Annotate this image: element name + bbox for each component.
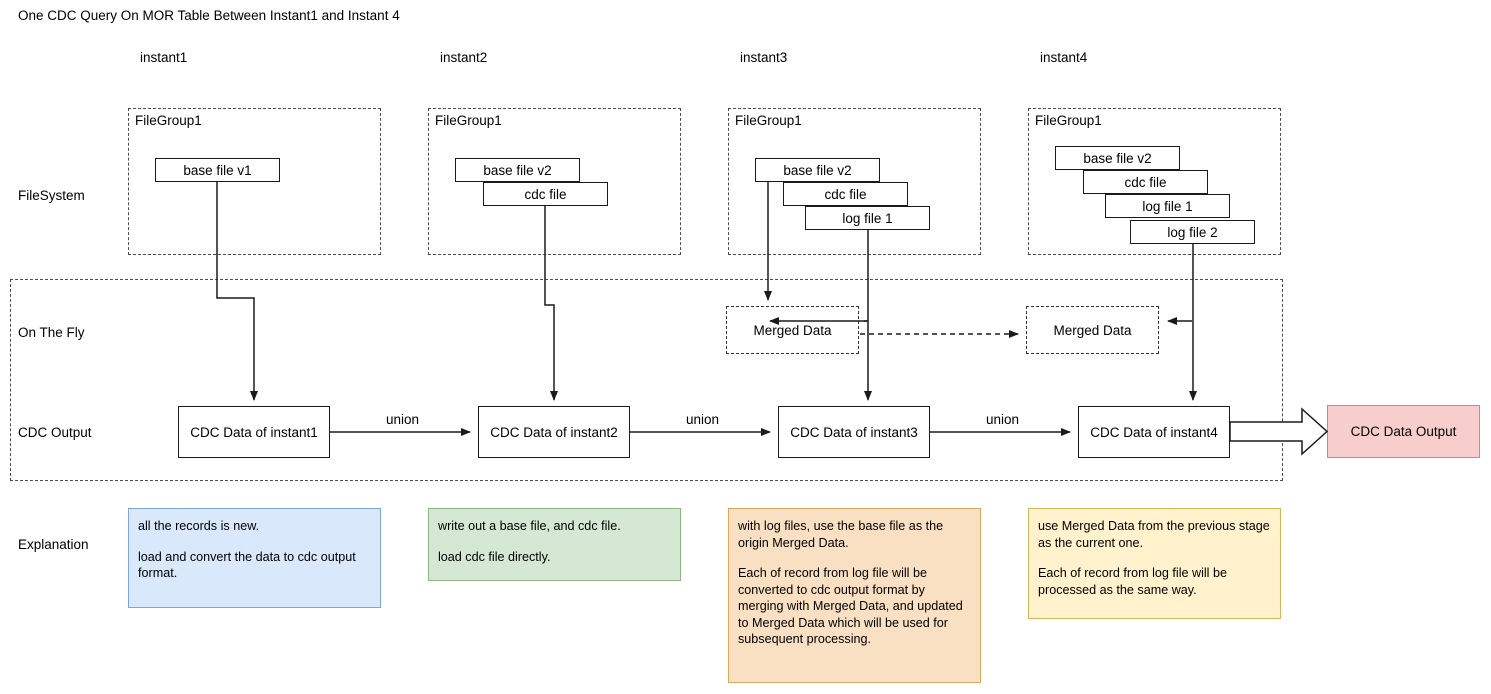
cdc-data-box-instant2[interactable]: CDC Data of instant2: [478, 406, 630, 458]
union-label-1: union: [386, 412, 420, 427]
explanation-paragraph: Each of record from log file will be con…: [738, 566, 963, 646]
file-group-instant3: FileGroup1: [728, 108, 981, 255]
explanation-box-instant1: all the records is new. load and convert…: [128, 508, 381, 608]
file-box-cdc-file[interactable]: cdc file: [1083, 170, 1208, 194]
file-box-base-file-v2[interactable]: base file v2: [755, 158, 880, 182]
explanation-paragraph: load cdc file directly.: [438, 549, 551, 564]
column-label-instant2: instant2: [440, 50, 488, 65]
cdc-data-box-instant3[interactable]: CDC Data of instant3: [778, 406, 930, 458]
file-box-base-file-v2[interactable]: base file v2: [455, 158, 580, 182]
union-label-2: union: [686, 412, 720, 427]
processing-container: [10, 279, 1283, 481]
file-group-title: FileGroup1: [1035, 113, 1102, 128]
union-label-3: union: [986, 412, 1020, 427]
file-box-log-file-1[interactable]: log file 1: [1105, 194, 1230, 218]
page-title: One CDC Query On MOR Table Between Insta…: [18, 8, 400, 23]
explanation-paragraph: with log files, use the base file as the…: [738, 519, 944, 550]
merged-data-box-instant4[interactable]: Merged Data: [1026, 306, 1159, 354]
explanation-paragraph: load and convert the data to cdc output …: [138, 549, 356, 581]
explanation-paragraph: all the records is new.: [138, 519, 260, 533]
file-group-instant4: FileGroup1: [1028, 108, 1281, 255]
row-label-explanation: Explanation: [18, 537, 89, 552]
column-label-instant3: instant3: [740, 50, 788, 65]
file-group-title: FileGroup1: [735, 113, 802, 128]
file-box-log-file-1[interactable]: log file 1: [805, 206, 930, 230]
explanation-box-instant4: use Merged Data from the previous stage …: [1028, 508, 1281, 619]
file-group-title: FileGroup1: [435, 113, 502, 128]
explanation-paragraph: write out a base file, and cdc file.: [438, 519, 621, 533]
file-group-title: FileGroup1: [135, 113, 202, 128]
cdc-data-box-instant1[interactable]: CDC Data of instant1: [178, 406, 330, 458]
column-label-instant4: instant4: [1040, 50, 1088, 65]
row-label-on-the-fly: On The Fly: [18, 325, 85, 340]
row-label-cdc-output: CDC Output: [18, 425, 92, 440]
cdc-data-output-box[interactable]: CDC Data Output: [1327, 405, 1480, 458]
merged-data-box-instant3[interactable]: Merged Data: [726, 306, 859, 354]
file-box-cdc-file[interactable]: cdc file: [783, 182, 908, 206]
file-box-base-file-v1[interactable]: base file v1: [155, 158, 280, 182]
file-box-log-file-2[interactable]: log file 2: [1130, 220, 1255, 244]
explanation-paragraph: use Merged Data from the previous stage …: [1038, 519, 1270, 550]
file-box-base-file-v2[interactable]: base file v2: [1055, 146, 1180, 170]
column-label-instant1: instant1: [140, 50, 188, 65]
explanation-box-instant3: with log files, use the base file as the…: [728, 508, 981, 683]
explanation-box-instant2: write out a base file, and cdc file. loa…: [428, 508, 681, 581]
file-box-cdc-file[interactable]: cdc file: [483, 182, 608, 206]
cdc-data-box-instant4[interactable]: CDC Data of instant4: [1078, 406, 1230, 458]
explanation-paragraph: Each of record from log file will be pro…: [1038, 566, 1227, 597]
row-label-filesystem: FileSystem: [18, 188, 85, 203]
